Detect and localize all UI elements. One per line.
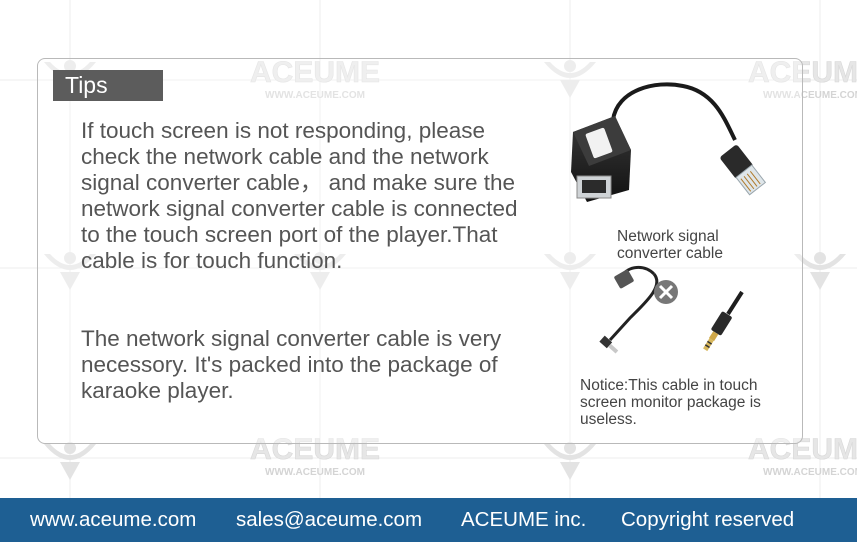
watermark-brand: ACEUME xyxy=(250,56,380,89)
watermark-url: WWW.ACEUME.COM xyxy=(265,467,365,478)
watermark-logo: ACEUME WWW.ACEUME.COM xyxy=(248,433,382,484)
watermark-figure-icon xyxy=(544,60,596,98)
watermark-figure-icon xyxy=(544,442,596,480)
watermark-figure-icon xyxy=(44,442,96,480)
tips-paragraph-1: If touch screen is not responding, pleas… xyxy=(81,118,518,273)
converter-cable-photo xyxy=(571,82,767,202)
footer-copyright: Copyright reserved xyxy=(621,508,795,531)
watermark-figure-icon xyxy=(544,252,596,290)
footer-company: ACEUME inc. xyxy=(461,508,587,531)
watermark-url: WWW.ACEUME.COM xyxy=(763,90,857,101)
watermark-figure-icon xyxy=(794,252,846,290)
jack-plug-photo xyxy=(703,290,744,352)
converter-cable-caption: Network signal converter cable xyxy=(617,228,723,262)
footer-bar: www.aceume.com sales@aceume.com ACEUME i… xyxy=(0,498,857,542)
tips-paragraph-2: The network signal converter cable is ve… xyxy=(81,326,502,403)
cross-mark-icon xyxy=(654,280,678,304)
watermark-url: WWW.ACEUME.COM xyxy=(265,90,365,101)
notice-caption: Notice:This cable in touch screen monito… xyxy=(580,377,761,428)
tips-label: Tips xyxy=(53,70,163,101)
watermark-url: WWW.ACEUME.COM xyxy=(763,467,857,478)
tips-panel xyxy=(37,58,803,444)
footer-website-link[interactable]: www.aceume.com xyxy=(30,508,197,531)
watermark-brand: ACEUME xyxy=(250,433,380,466)
watermark-figure-icon xyxy=(294,252,346,290)
footer-email-link[interactable]: sales@aceume.com xyxy=(236,508,423,531)
audio-cable-photo xyxy=(599,266,659,354)
watermark-figure-icon xyxy=(44,252,96,290)
watermark-logo: ACEUME WWW.ACEUME.COM xyxy=(248,56,382,107)
